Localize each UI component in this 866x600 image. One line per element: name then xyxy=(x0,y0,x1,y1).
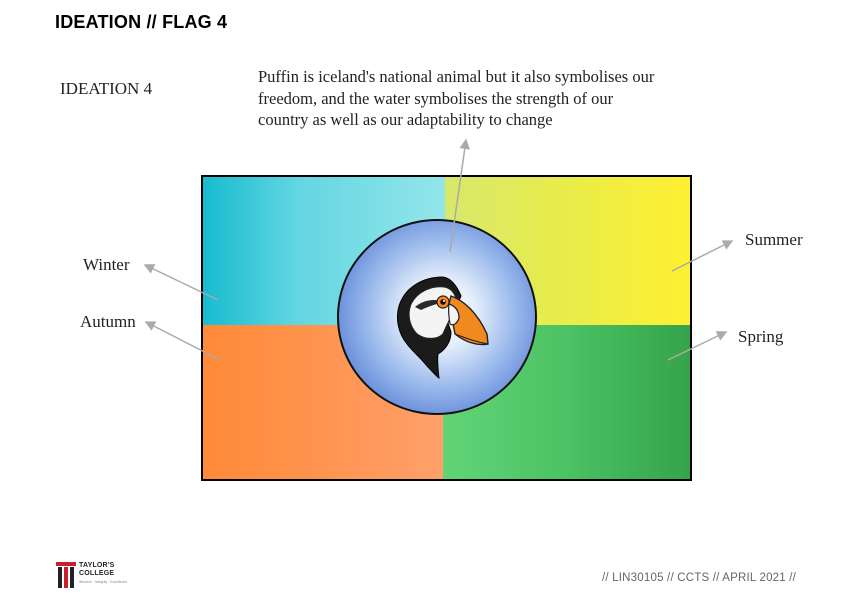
winter-label: Winter xyxy=(83,255,130,274)
ideation-label: IDEATION 4 xyxy=(60,79,153,98)
puffin-icon xyxy=(396,276,489,379)
logo-text-line1: TAYLOR'S xyxy=(79,562,115,569)
slide-title: IDEATION // FLAG 4 xyxy=(55,12,228,32)
footer-course-code: // LIN30105 // CCTS // APRIL 2021 // xyxy=(602,572,797,584)
autumn-label: Autumn xyxy=(80,312,136,331)
college-crest-icon xyxy=(56,562,76,588)
flag-description: Puffin is iceland's national animal but … xyxy=(258,67,655,129)
spring-label: Spring xyxy=(738,327,784,346)
logo-tagline: Wisdom · Integrity · Excellence xyxy=(79,580,128,584)
logo-text-line2: COLLEGE xyxy=(79,570,115,577)
summer-label: Summer xyxy=(745,230,803,249)
taylors-college-logo: TAYLOR'S COLLEGE Wisdom · Integrity · Ex… xyxy=(54,560,134,594)
